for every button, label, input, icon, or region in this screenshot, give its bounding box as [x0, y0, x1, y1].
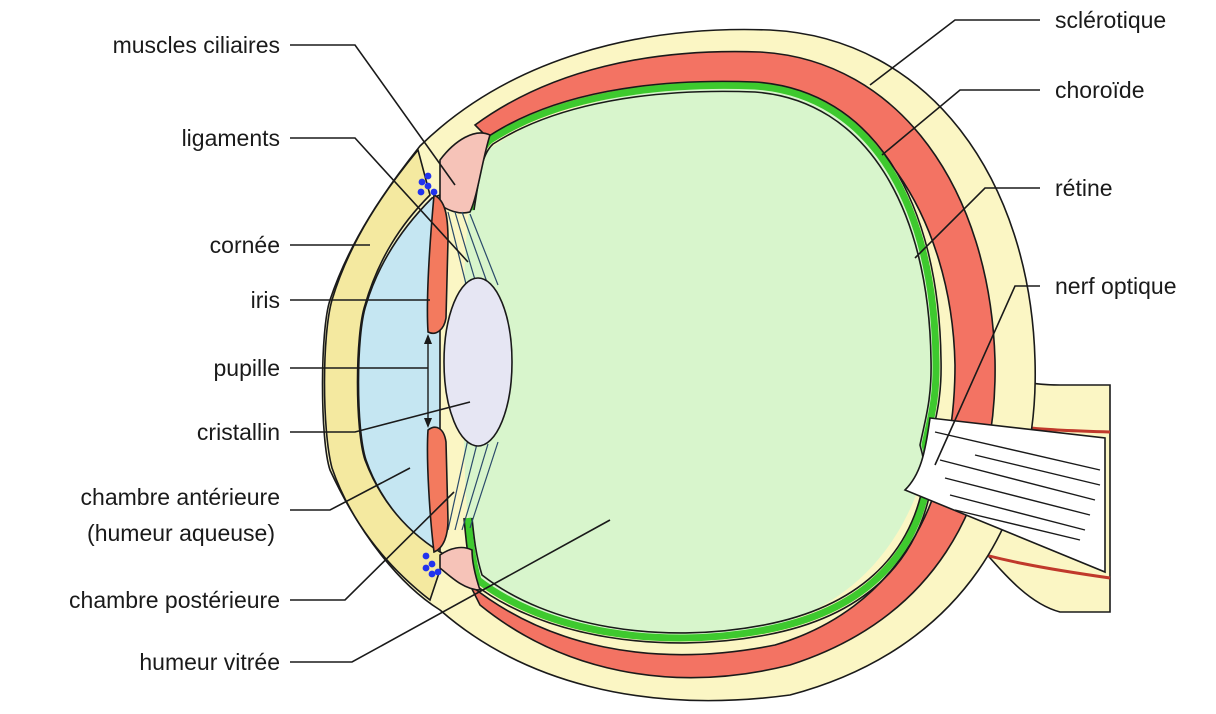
label-sclerotique: sclérotique: [1055, 7, 1166, 33]
label-muscles-ciliaires: muscles ciliaires: [113, 32, 280, 58]
label-humeur-vitree: humeur vitrée: [139, 649, 280, 675]
label-cornee: cornée: [210, 232, 280, 258]
label-chambre-posterieure: chambre postérieure: [69, 587, 280, 613]
label-cristallin: cristallin: [197, 419, 280, 445]
label-nerf-optique: nerf optique: [1055, 273, 1176, 299]
label-retine: rétine: [1055, 175, 1113, 201]
label-humeur-aqueuse: (humeur aqueuse): [87, 520, 275, 546]
lens: [444, 278, 512, 446]
label-ligaments: ligaments: [182, 125, 280, 151]
label-iris: iris: [251, 287, 280, 313]
label-chambre-anterieure: chambre antérieure: [81, 484, 280, 510]
vitreous-body: [463, 87, 938, 637]
label-pupille: pupille: [214, 355, 281, 381]
label-choroide: choroïde: [1055, 77, 1145, 103]
